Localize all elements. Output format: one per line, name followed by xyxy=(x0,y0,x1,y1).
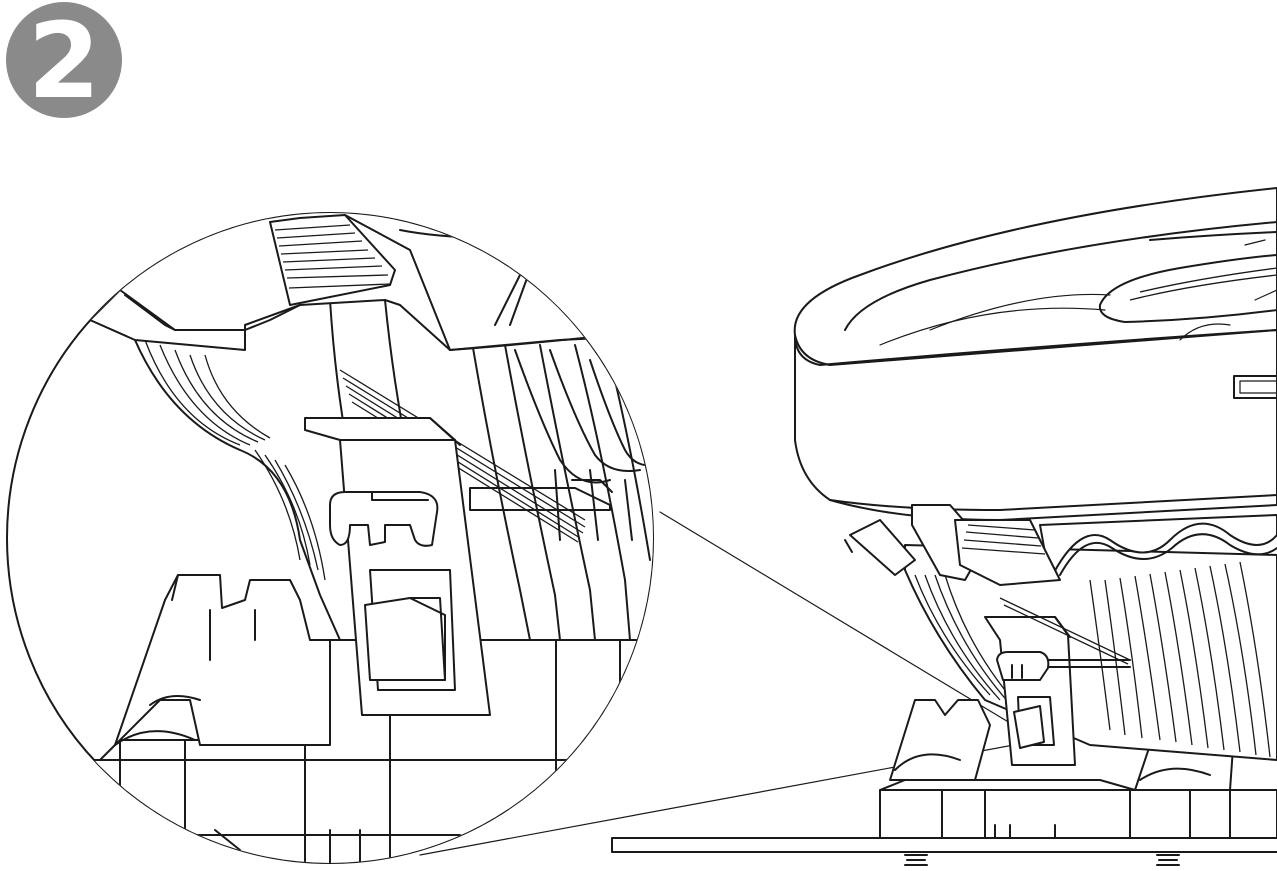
mounting-screw xyxy=(1156,854,1180,866)
step-number: 2 xyxy=(27,0,101,122)
motherboard xyxy=(611,837,1277,853)
push-pin-clip-detail xyxy=(304,369,613,716)
mounting-screw xyxy=(904,854,928,866)
cpu-cooler-main-view xyxy=(611,187,1277,866)
fan-shroud xyxy=(794,329,1277,586)
step-number-badge: 2 xyxy=(6,2,122,118)
heatsink-fins xyxy=(904,544,1277,761)
push-pin-clip xyxy=(984,597,1131,766)
magnified-detail-view xyxy=(6,212,654,864)
fan-ring xyxy=(793,187,1277,399)
